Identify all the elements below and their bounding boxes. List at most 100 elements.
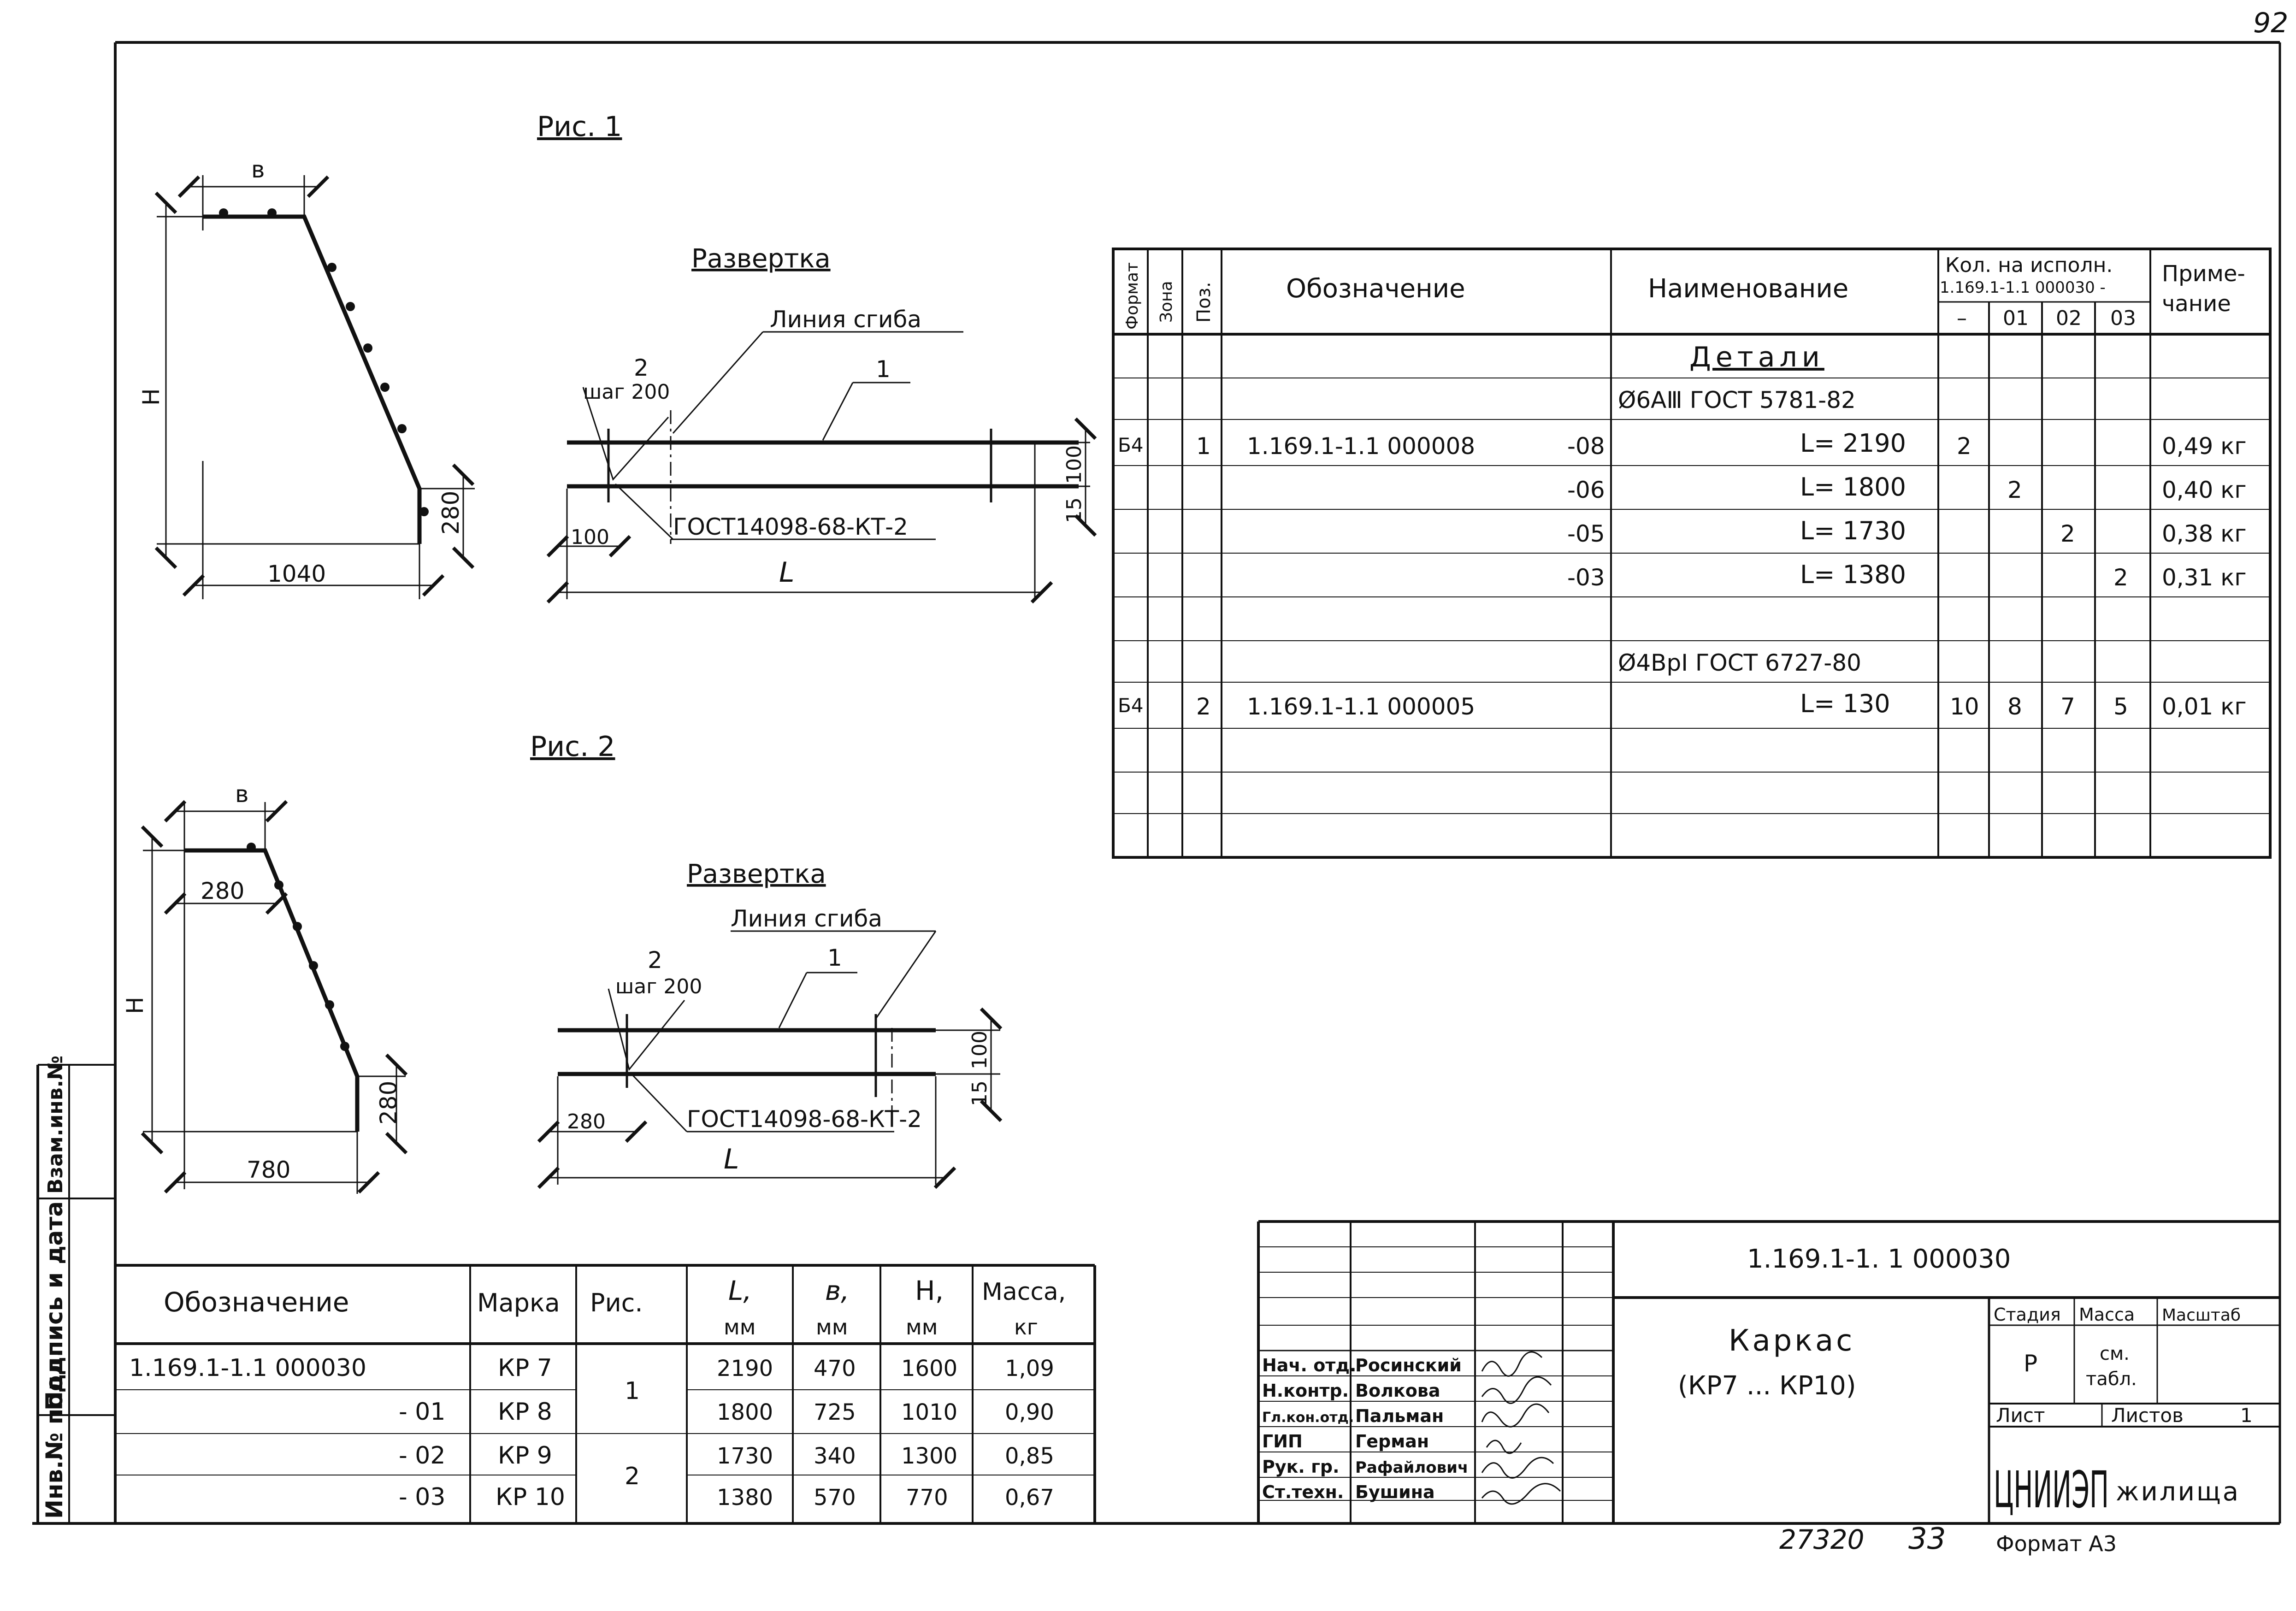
spec-row-0-suffix: -08 bbox=[1567, 433, 1605, 460]
side-stamp-inv-podl: Инв.№ подл. bbox=[41, 1349, 68, 1519]
marks-fig-group-1: 1 bbox=[625, 1377, 640, 1405]
marks-row-2-mass: 0,85 bbox=[1005, 1443, 1054, 1469]
tb-role-0: Нач. отд. bbox=[1262, 1355, 1356, 1375]
marks-row-2-designation: - 02 bbox=[399, 1442, 445, 1469]
spec-row-4-note: 0,01 кг bbox=[2162, 693, 2247, 720]
fig2-pos1-label: 1 bbox=[827, 944, 842, 971]
tb-role-4: Рук. гр. bbox=[1262, 1457, 1340, 1477]
tb-subtitle: (КР7 ... КР10) bbox=[1678, 1371, 1856, 1401]
spec-header-designation: Обозначение bbox=[1286, 274, 1465, 304]
sheet-frame bbox=[32, 41, 2281, 1525]
fig1-dim-100-right: 100 bbox=[1062, 445, 1086, 484]
marks-row-1-designation: - 01 bbox=[399, 1398, 445, 1426]
marks-row-2-h: 1300 bbox=[901, 1443, 957, 1469]
spec-header-qty-1: Кол. на исполн. bbox=[1945, 254, 2113, 277]
tb-role-2: Гл.кон.отд. bbox=[1262, 1410, 1354, 1426]
spec-row-2-q2: 2 bbox=[2060, 520, 2075, 547]
tb-sheets-label: Листов bbox=[2111, 1404, 2184, 1427]
spec-header-pos: Поз. bbox=[1193, 282, 1215, 323]
spec-row-2-note: 0,38 кг bbox=[2162, 520, 2247, 547]
spec-row-0-name: L= 2190 bbox=[1800, 429, 1906, 458]
marks-header-l: L, bbox=[728, 1275, 752, 1306]
tb-mass-header: Масса bbox=[2079, 1304, 2135, 1325]
fig2-dim-l: L bbox=[724, 1143, 739, 1175]
marks-header-h-unit: мм bbox=[906, 1315, 938, 1340]
fig2-dim-780: 780 bbox=[247, 1157, 290, 1183]
footer: 27320 33 Формат А3 bbox=[1779, 1522, 2117, 1556]
tb-sheets-count: 1 bbox=[2240, 1404, 2253, 1427]
fig1-dim-280: 280 bbox=[437, 491, 464, 535]
marks-row-2-mark: КР 9 bbox=[498, 1442, 552, 1469]
fig1-step-label: шаг 200 bbox=[583, 380, 670, 404]
tb-signatures bbox=[1481, 1351, 1561, 1505]
fig1-gost-label: ГОСТ14098-68-КТ-2 bbox=[673, 513, 908, 540]
side-stamp: Инв.№ подл. Подпись и дата Взам.инв.№ bbox=[36, 1056, 115, 1523]
footer-code: 27320 bbox=[1779, 1524, 1865, 1555]
tb-scale-header: Масштаб bbox=[2162, 1306, 2241, 1325]
tb-name-5: Бушина bbox=[1355, 1482, 1435, 1502]
spec-row-1-name: L= 1800 bbox=[1800, 472, 1906, 502]
marks-row-0-b: 470 bbox=[814, 1356, 856, 1381]
fig1-bend-line-label: Линия сгиба bbox=[770, 306, 921, 333]
spec-header-qty-2: 1.169.1-1.1 000030 - bbox=[1940, 278, 2106, 297]
marks-row-3-designation: - 03 bbox=[399, 1483, 445, 1511]
tb-mass-1: см. bbox=[2100, 1343, 2130, 1364]
spec-section-title: Детали bbox=[1689, 341, 1824, 373]
figure-2: Рис. 2 в Н 280 780 280 Развертка Линия с… bbox=[122, 731, 1003, 1194]
figure-1: Рис. 1 в Н 1040 280 Развертка Ли bbox=[138, 111, 1097, 604]
spec-row-0-pos: 1 bbox=[1196, 433, 1211, 460]
spec-row-3-name: L= 1380 bbox=[1800, 560, 1906, 589]
tb-org-logo: ЦНИИЭП bbox=[1994, 1460, 2109, 1519]
tb-doc-number: 1.169.1-1. 1 000030 bbox=[1747, 1244, 2011, 1274]
marks-table: Обозначение Марка Рис. L, мм в, мм Н, мм… bbox=[115, 1264, 1096, 1523]
marks-header-designation: Обозначение bbox=[164, 1286, 349, 1318]
fig2-transverse-bars bbox=[247, 843, 349, 1051]
spec-row-4-q0: 10 bbox=[1950, 693, 1979, 720]
fig1-title: Рис. 1 bbox=[537, 111, 622, 143]
footer-page: 33 bbox=[1908, 1522, 1946, 1556]
tb-name-0: Росинский bbox=[1355, 1355, 1462, 1375]
footer-format: Формат А3 bbox=[1996, 1531, 2117, 1556]
fig1-unfold-title: Развертка bbox=[691, 244, 831, 274]
marks-header-mark: Марка bbox=[477, 1288, 560, 1317]
marks-row-1-h: 1010 bbox=[901, 1399, 957, 1425]
spec-header-name: Наименование bbox=[1648, 274, 1848, 304]
marks-row-3-h: 770 bbox=[906, 1485, 948, 1511]
fig2-dim-h: Н bbox=[122, 997, 148, 1014]
spec-row-2-suffix: -05 bbox=[1567, 520, 1605, 547]
spec-header-zone: Зона bbox=[1157, 281, 1176, 323]
title-block: Нач. отд. Росинский Н.контр. Волкова Гл.… bbox=[1257, 1220, 2280, 1523]
fig1-dim-100-left: 100 bbox=[571, 525, 609, 549]
fig2-pos2-label: 2 bbox=[648, 947, 662, 974]
marks-row-0-designation: 1.169.1-1.1 000030 bbox=[129, 1354, 366, 1382]
spec-header-format: Формат bbox=[1123, 262, 1142, 330]
fig1-side-view bbox=[154, 175, 475, 599]
marks-row-3-mark: КР 10 bbox=[496, 1483, 565, 1511]
fig1-dim-l: L bbox=[779, 556, 794, 589]
marks-header-b: в, bbox=[825, 1275, 850, 1306]
spec-row-0-q0: 2 bbox=[1957, 433, 1971, 460]
fig2-step-label: шаг 200 bbox=[615, 975, 702, 998]
marks-row-1-mass: 0,90 bbox=[1005, 1399, 1054, 1425]
marks-row-0-mark: КР 7 bbox=[498, 1354, 552, 1382]
marks-row-3-b: 570 bbox=[814, 1485, 856, 1511]
spec-row-0-format: Б4 bbox=[1118, 434, 1144, 456]
tb-name-4: Рафайлович bbox=[1355, 1458, 1468, 1477]
spec-row-0-note: 0,49 кг bbox=[2162, 433, 2247, 460]
marks-header-fig: Рис. bbox=[590, 1288, 643, 1317]
marks-header-h: Н, bbox=[915, 1275, 944, 1306]
fig1-pos1-label: 1 bbox=[876, 356, 891, 383]
fig2-dim-15: 15 bbox=[968, 1080, 992, 1106]
spec-material-2: Ø4ВрI ГОСТ 6727-80 bbox=[1618, 649, 1861, 676]
spec-row-4-q1: 8 bbox=[2007, 693, 2022, 720]
spec-row-4-format: Б4 bbox=[1118, 694, 1144, 717]
spec-row-3-note: 0,31 кг bbox=[2162, 564, 2247, 591]
marks-header-mass-unit: кг bbox=[1014, 1315, 1038, 1340]
spec-row-3-q3: 2 bbox=[2113, 564, 2128, 591]
tb-role-3: ГИП bbox=[1262, 1431, 1303, 1452]
tb-org-suffix: жилища bbox=[2116, 1477, 2240, 1507]
fig2-dim-100-right: 100 bbox=[968, 1031, 992, 1069]
tb-name-2: Пальман bbox=[1355, 1406, 1444, 1426]
tb-role-1: Н.контр. bbox=[1262, 1381, 1349, 1401]
